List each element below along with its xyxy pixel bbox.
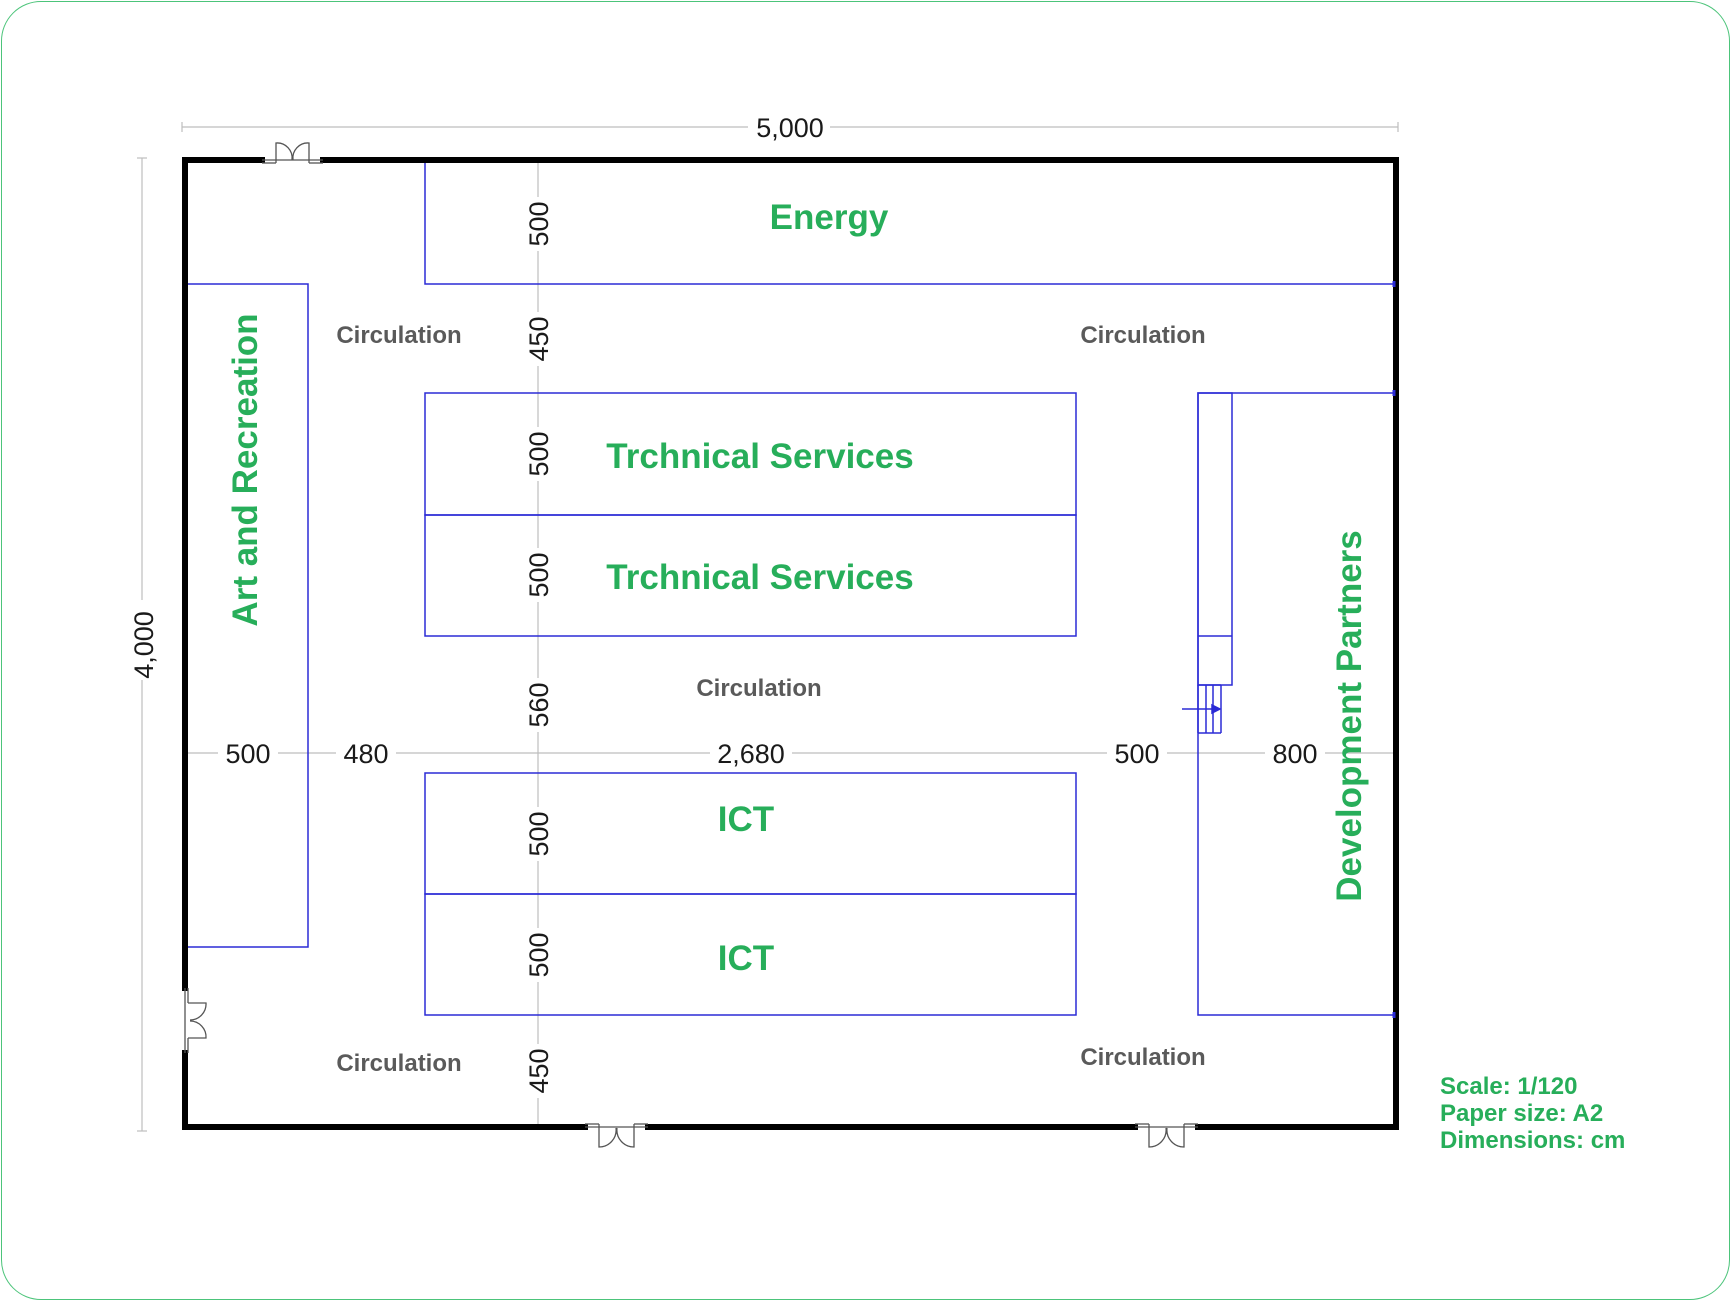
room-label-ict-1: ICT	[718, 800, 774, 839]
dimension-overall-width: 5,000	[756, 113, 824, 143]
room-label-ict-2: ICT	[718, 939, 774, 978]
circulation-label-top-left: Circulation	[336, 322, 461, 349]
dimension-corridor-middle-height: 560	[524, 682, 554, 727]
dimension-art-width: 500	[225, 739, 270, 769]
circulation-label-bottom-left: Circulation	[336, 1050, 461, 1077]
dimension-ict-2-height: 500	[524, 932, 554, 977]
legend-scale: Scale: 1/120	[1440, 1073, 1577, 1100]
door-bottom-2	[1135, 1123, 1198, 1148]
legend-dimensions-unit: Dimensions: cm	[1440, 1127, 1625, 1154]
legend: Scale: 1/120 Paper size: A2 Dimensions: …	[1440, 1073, 1625, 1154]
door-bottom-1	[585, 1123, 648, 1148]
dimension-corridor-left-width: 480	[343, 739, 388, 769]
room-label-technical-1: Trchnical Services	[606, 437, 913, 476]
dimension-lines	[137, 122, 1399, 1132]
dimension-center-width: 2,680	[717, 739, 785, 769]
doors	[184, 142, 1198, 1148]
art-room	[188, 283, 309, 948]
dimension-overall-height: 4,000	[129, 611, 159, 679]
dimension-corridor-right-width: 500	[1114, 739, 1159, 769]
room-label-energy: Energy	[770, 198, 889, 237]
outer-walls	[182, 157, 1399, 1130]
technical-room-2	[424, 514, 1077, 637]
door-left-side	[184, 988, 207, 1053]
room-label-technical-2: Trchnical Services	[606, 558, 913, 597]
circulation-label-middle: Circulation	[696, 675, 821, 702]
legend-paper-size: Paper size: A2	[1440, 1100, 1603, 1127]
room-label-development: Development Partners	[1330, 530, 1369, 902]
dimension-corridor-top-height: 450	[524, 316, 554, 361]
dimension-technical-1-height: 500	[524, 431, 554, 476]
partitions	[188, 163, 1393, 1016]
horizontal-dimensions: 500 480 2,680 500 800	[218, 738, 1325, 769]
energy-room	[424, 163, 1393, 285]
dimension-ict-1-height: 500	[524, 811, 554, 856]
dimension-technical-2-height: 500	[524, 552, 554, 597]
stair-shaft	[1197, 392, 1233, 686]
ict-room-2	[424, 893, 1077, 1016]
door-top-left	[262, 142, 323, 164]
dimension-corridor-bottom-height: 450	[524, 1048, 554, 1093]
room-label-art: Art and Recreation	[226, 313, 265, 626]
circulation-label-top-right: Circulation	[1080, 322, 1205, 349]
dimension-energy-height: 500	[524, 201, 554, 246]
circulation-label-bottom-right: Circulation	[1080, 1044, 1205, 1071]
dimension-development-width: 800	[1272, 739, 1317, 769]
vertical-dimensions: 500 450 500 500 560 500 500 450	[523, 197, 554, 1098]
